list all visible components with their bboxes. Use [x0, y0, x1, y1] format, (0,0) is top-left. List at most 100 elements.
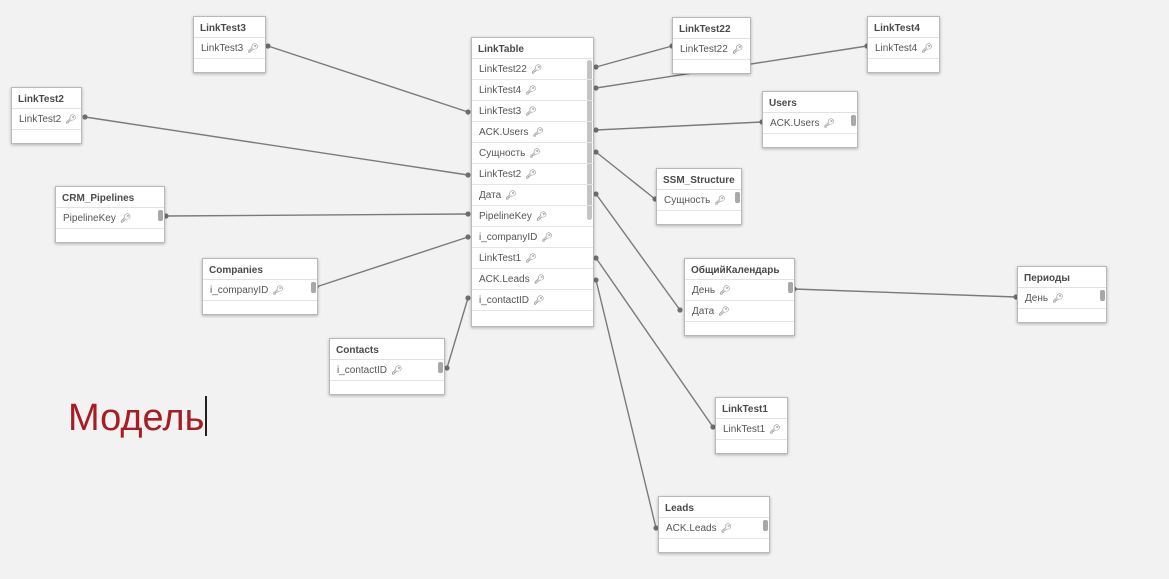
link-endpoint [593, 255, 599, 261]
field-row[interactable]: i_companyID🔑︎ [472, 227, 593, 248]
field-label: LinkTest22 [680, 44, 728, 55]
scroll-handle[interactable] [735, 192, 740, 203]
page-title[interactable]: Модель [68, 396, 208, 440]
link-endpoint [265, 43, 271, 49]
scroll-handle[interactable] [311, 282, 316, 293]
association-line [267, 45, 469, 113]
association-line [165, 213, 469, 217]
key-icon: 🔑︎ [505, 190, 517, 200]
key-icon: 🔑︎ [535, 211, 548, 221]
table-users[interactable]: Users ACK.Users🔑︎ [762, 91, 858, 148]
field-row[interactable]: LinkTest22🔑︎ [472, 59, 593, 80]
table-title: LinkTest1 [716, 398, 787, 419]
key-icon: 🔑︎ [769, 424, 781, 434]
key-icon: 🔑︎ [247, 43, 259, 53]
field-row[interactable]: Сущность🔑︎ [472, 143, 593, 164]
field-row[interactable]: i_contactID🔑︎ [472, 290, 593, 311]
field-label: PipelineKey [63, 213, 116, 224]
table-linktest3[interactable]: LinkTest3 LinkTest3🔑︎ [193, 16, 266, 73]
association-line [446, 297, 469, 369]
field-row[interactable]: День🔑︎ [1018, 288, 1106, 309]
table-obshchiy-kalendar[interactable]: ОбщийКалендарь День🔑︎ Дата🔑︎ [684, 258, 795, 336]
table-crm-pipelines[interactable]: CRM_Pipelines PipelineKey🔑︎ [55, 186, 165, 243]
field-label: День [1025, 293, 1049, 304]
scroll-handle[interactable] [851, 115, 856, 126]
field-row[interactable]: LinkTest4🔑︎ [472, 80, 593, 101]
link-endpoint [465, 109, 471, 115]
field-row[interactable]: LinkTest4🔑︎ [868, 38, 939, 59]
scroll-handle[interactable] [438, 362, 443, 373]
key-icon: 🔑︎ [119, 213, 132, 223]
field-row[interactable]: i_contactID🔑︎ [330, 360, 444, 381]
field-row[interactable]: ACK.Leads🔑︎ [659, 518, 769, 539]
field-row[interactable]: i_companyID🔑︎ [203, 280, 317, 301]
field-row[interactable]: PipelineKey🔑︎ [56, 208, 164, 229]
link-endpoint [593, 149, 599, 155]
link-endpoint [465, 211, 471, 217]
scroll-handle[interactable] [158, 210, 163, 221]
table-title: LinkTest4 [868, 17, 939, 38]
scrollbar[interactable] [587, 60, 592, 220]
field-row[interactable]: Сущность🔑︎ [657, 190, 741, 211]
link-endpoint [677, 307, 683, 313]
field-row[interactable]: LinkTest1🔑︎ [472, 248, 593, 269]
association-line [793, 288, 1017, 298]
association-line [595, 121, 763, 131]
field-row[interactable]: День🔑︎ [685, 280, 794, 301]
table-title: LinkTest22 [673, 18, 750, 39]
association-line [84, 116, 469, 176]
key-icon: 🔑︎ [921, 43, 933, 53]
field-label: ACK.Users [770, 118, 820, 129]
field-row[interactable]: ACK.Users🔑︎ [472, 122, 593, 143]
key-icon: 🔑︎ [714, 195, 726, 205]
field-label: Сущность [664, 195, 711, 206]
table-periody[interactable]: Периоды День🔑︎ [1017, 266, 1107, 323]
key-icon: 🔑︎ [525, 253, 537, 263]
scroll-handle[interactable] [763, 520, 768, 531]
key-icon: 🔑︎ [530, 64, 543, 74]
link-endpoint [465, 234, 471, 240]
field-row[interactable]: LinkTest1🔑︎ [716, 419, 787, 440]
link-endpoint [465, 172, 471, 178]
field-row[interactable]: LinkTest2🔑︎ [472, 164, 593, 185]
field-label: ACK.Leads [479, 274, 530, 285]
field-row[interactable]: LinkTest3🔑︎ [472, 101, 593, 122]
table-linktest22[interactable]: LinkTest22 LinkTest22🔑︎ [672, 17, 751, 74]
field-label: LinkTest4 [479, 85, 522, 96]
key-icon: 🔑︎ [529, 148, 541, 158]
table-title: Companies [203, 259, 317, 280]
association-line [595, 45, 673, 68]
scroll-handle[interactable] [1100, 290, 1105, 301]
table-linktable[interactable]: LinkTable LinkTest22🔑︎ LinkTest4🔑︎ LinkT… [471, 37, 594, 327]
key-icon: 🔑︎ [272, 285, 284, 295]
key-icon: 🔑︎ [718, 306, 730, 316]
table-ssm-structure[interactable]: SSM_Structure Сущность🔑︎ [656, 168, 742, 225]
field-label: LinkTest1 [479, 253, 522, 264]
field-row[interactable]: Дата🔑︎ [685, 301, 794, 322]
field-row[interactable]: LinkTest22🔑︎ [673, 39, 750, 60]
link-endpoint [444, 365, 450, 371]
link-endpoint [465, 295, 471, 301]
field-row[interactable]: ACK.Leads🔑︎ [472, 269, 593, 290]
table-linktest2[interactable]: LinkTest2 LinkTest2🔑︎ [11, 87, 82, 144]
link-endpoint [593, 127, 599, 133]
field-row[interactable]: LinkTest2🔑︎ [12, 109, 81, 130]
table-title: LinkTest3 [194, 17, 265, 38]
field-row[interactable]: LinkTest3🔑︎ [194, 38, 265, 59]
field-label: i_contactID [337, 365, 388, 376]
field-row[interactable]: ACK.Users🔑︎ [763, 113, 857, 134]
table-linktest4[interactable]: LinkTest4 LinkTest4🔑︎ [867, 16, 940, 73]
field-row[interactable]: PipelineKey🔑︎ [472, 206, 593, 227]
scroll-handle[interactable] [788, 282, 793, 293]
field-row[interactable]: Дата🔑︎ [472, 185, 593, 206]
link-endpoint [593, 191, 599, 197]
table-linktest1[interactable]: LinkTest1 LinkTest1🔑︎ [715, 397, 788, 454]
table-companies[interactable]: Companies i_companyID🔑︎ [202, 258, 318, 315]
field-label: LinkTest3 [479, 106, 522, 117]
table-title: Периоды [1018, 267, 1106, 288]
table-contacts[interactable]: Contacts i_contactID🔑︎ [329, 338, 445, 395]
field-label: Сущность [479, 148, 526, 159]
table-leads[interactable]: Leads ACK.Leads🔑︎ [658, 496, 770, 553]
field-label: День [692, 285, 716, 296]
field-label: LinkTest2 [479, 169, 522, 180]
